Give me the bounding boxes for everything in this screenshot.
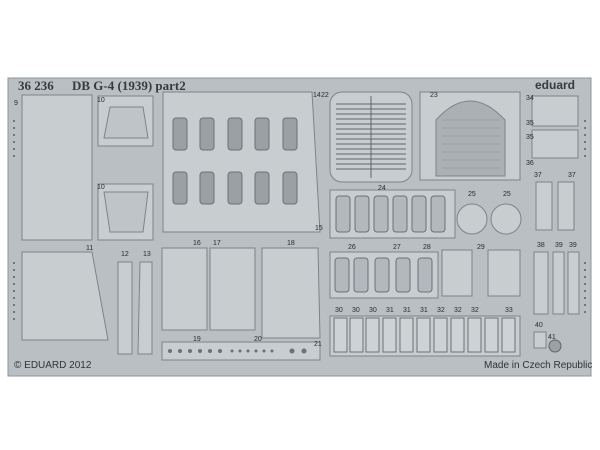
part-13 — [137, 261, 153, 355]
part-14-15-cutouts — [172, 117, 298, 205]
part-number: 30 — [352, 307, 360, 314]
part-number: 40 — [535, 322, 543, 329]
part-18 — [261, 247, 321, 339]
part-number: 32 — [471, 307, 479, 314]
part-number: 29 — [477, 244, 485, 251]
origin-text: Made in Czech Republic — [484, 360, 593, 371]
part-number: 26 — [348, 244, 356, 251]
part-number: 20 — [254, 336, 262, 343]
part-number: 34 — [526, 95, 534, 102]
part-number: 27 — [393, 244, 401, 251]
part-number: 30 — [335, 307, 343, 314]
part-number: 21 — [314, 341, 322, 348]
part-number: 19 — [193, 336, 201, 343]
part-38 — [533, 251, 549, 315]
part-number: 37 — [568, 172, 576, 179]
right-edge-holes — [584, 120, 586, 313]
part-number: 23 — [430, 92, 438, 99]
part-number: 16 — [193, 240, 201, 247]
set-number: 36 236 — [18, 78, 54, 93]
left-edge-holes — [13, 120, 15, 320]
copyright-text: © EDUARD 2012 — [14, 360, 92, 371]
part-number: 31 — [403, 307, 411, 314]
part-19-20-dots — [168, 348, 307, 354]
part-number: 11 — [86, 245, 94, 252]
part-10-top-trapezoid — [103, 106, 149, 139]
part-34 — [531, 95, 579, 127]
part-23-mesh — [442, 119, 500, 169]
part-12 — [117, 261, 133, 355]
part-number: 37 — [534, 172, 542, 179]
part-number: 25 — [503, 191, 511, 198]
part-11 — [21, 251, 109, 341]
part-number: 30 — [369, 307, 377, 314]
part-26-28-frames — [334, 257, 433, 293]
part-number: 25 — [468, 191, 476, 198]
part-39-a — [552, 251, 565, 315]
part-number: 35 — [526, 134, 534, 141]
part-number: 36 — [526, 160, 534, 167]
part-number: 17 — [213, 240, 221, 247]
part-number: 41 — [548, 334, 556, 341]
part-number: 31 — [420, 307, 428, 314]
part-22-grill-lines — [336, 96, 406, 178]
part-16 — [161, 247, 208, 331]
part-number: 12 — [121, 251, 129, 258]
part-number: 31 — [386, 307, 394, 314]
part-number: 22 — [321, 92, 329, 99]
part-17 — [209, 247, 256, 331]
part-24-frames — [335, 195, 446, 233]
part-number: 18 — [287, 240, 295, 247]
part-30-33-blades — [333, 317, 516, 353]
part-41 — [548, 339, 562, 353]
part-number: 33 — [505, 307, 513, 314]
part-number: 38 — [537, 242, 545, 249]
part-number: 28 — [423, 244, 431, 251]
part-number: 10 — [97, 184, 105, 191]
part-29-right — [487, 249, 521, 297]
part-37-right — [557, 181, 575, 231]
part-number: 39 — [569, 242, 577, 249]
part-39-b — [567, 251, 580, 315]
part-number: 9 — [14, 100, 18, 107]
part-number: 32 — [437, 307, 445, 314]
part-35 — [531, 129, 579, 159]
part-number: 35 — [526, 120, 534, 127]
part-25-left — [456, 203, 488, 235]
part-number: 10 — [97, 97, 105, 104]
part-number: 39 — [555, 242, 563, 249]
part-number: 32 — [454, 307, 462, 314]
part-number: 15 — [315, 225, 323, 232]
part-37-left — [535, 181, 553, 231]
part-number: 13 — [143, 251, 151, 258]
part-9 — [21, 94, 93, 241]
part-number: 24 — [378, 185, 386, 192]
part-40 — [533, 331, 547, 349]
part-29-left — [441, 249, 473, 297]
part-10-bottom-trapezoid — [103, 191, 149, 233]
part-25-right — [490, 203, 522, 235]
part-14-15-panel — [162, 91, 321, 233]
brand-logo: eduard — [535, 78, 576, 92]
part-23-arch — [435, 100, 506, 177]
part-number: 14 — [313, 92, 321, 99]
set-title: DB G-4 (1939) part2 — [72, 78, 186, 93]
